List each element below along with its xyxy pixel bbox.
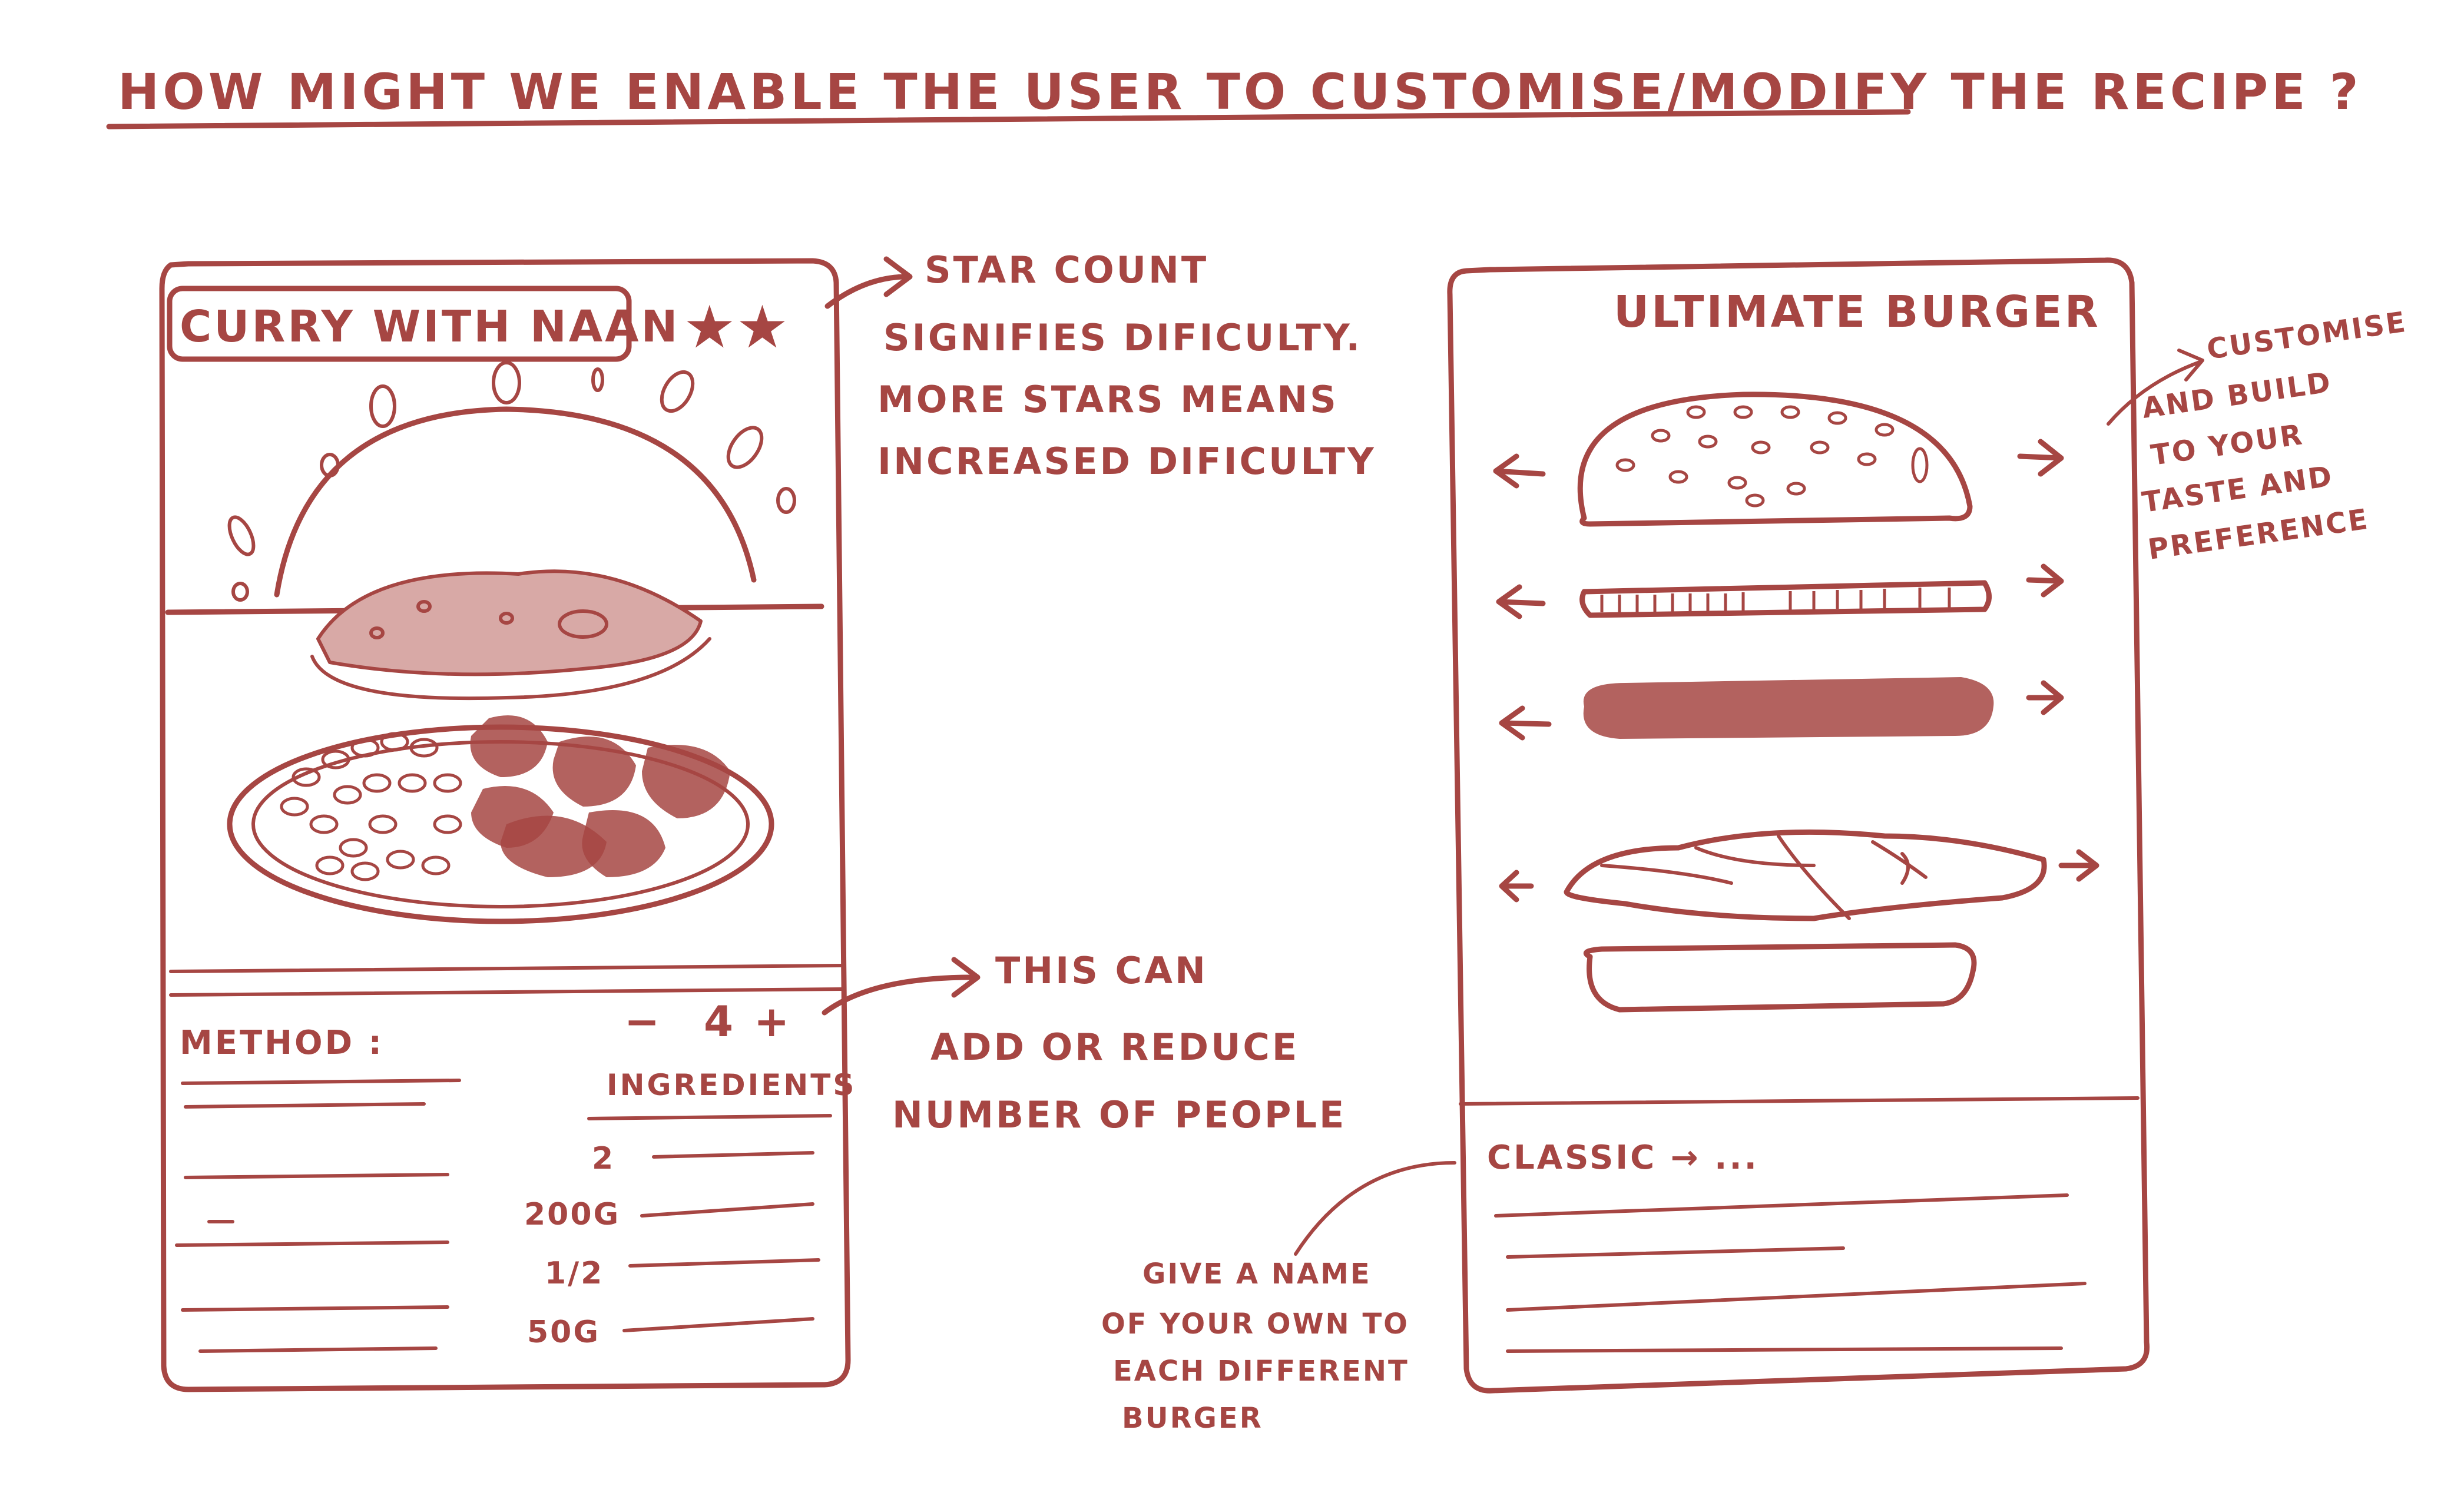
card-frame	[1447, 257, 2150, 1394]
ingredient-list: 2 200G 1/2 50G	[524, 1141, 820, 1350]
variant-text-lines	[1494, 1193, 2087, 1353]
page-heading: HOW MIGHT WE ENABLE THE USER TO CUSTOMIS…	[118, 63, 2362, 121]
customise-annotation-line-3: TO YOUR	[2149, 418, 2306, 472]
cloche-dome-icon	[227, 361, 796, 602]
curry-recipe-card[interactable]: CURRY WITH NAAN ★★	[159, 258, 856, 1392]
swipe-right-icon[interactable]	[2058, 849, 2099, 882]
heading-underline	[106, 109, 1911, 130]
lettuce-icon	[1564, 829, 2047, 921]
burger-builder-card[interactable]: ULTIMATE BURGER	[1447, 257, 2150, 1394]
people-annotation: THIS CAN ADD OR REDUCE NUMBER OF PEOPLE	[822, 949, 1346, 1136]
customise-annotation: CUSTOMISE AND BUILD TO YOUR TASTE AND PR…	[2107, 306, 2409, 566]
bun-bottom-icon	[1583, 942, 1977, 1013]
ingredient-quantity: 2	[592, 1141, 615, 1176]
curry-pieces	[470, 715, 730, 877]
people-annotation-line-2: ADD OR REDUCE	[930, 1026, 1299, 1069]
bun-top-icon	[1577, 392, 1973, 527]
star-annotation-line-3: MORE STARS MEANS	[877, 378, 1339, 421]
curry-plate-icon	[227, 715, 774, 924]
arrowhead-icon	[2177, 349, 2204, 382]
ingredient-row: 2	[592, 1141, 814, 1176]
card-divider	[169, 964, 844, 973]
card-divider-2	[169, 987, 844, 997]
people-stepper[interactable]: − 4 +	[624, 997, 789, 1046]
star-annotation-line-1: STAR COUNT	[925, 248, 1208, 291]
ingredient-quantity: 50G	[527, 1315, 600, 1350]
name-annotation-line-1: GIVE A NAME	[1142, 1258, 1372, 1291]
star-annotation-line-4: INCREASED DIFICULTY	[877, 440, 1376, 483]
swipe-left-icon[interactable]	[1496, 584, 1546, 619]
ingredient-quantity: 1/2	[545, 1256, 604, 1291]
lettuce-layer[interactable]	[1499, 829, 2099, 921]
decrease-people-button[interactable]: −	[624, 997, 660, 1046]
increase-people-button[interactable]: +	[754, 997, 789, 1046]
bun-bottom-layer[interactable]	[1583, 942, 1977, 1013]
cheese-icon	[1579, 580, 1992, 618]
star-annotation-line-2: SIGNIFIES DIFICULTY.	[883, 316, 1362, 359]
arrowhead-icon	[883, 256, 913, 297]
ingredient-row: 1/2	[545, 1256, 820, 1291]
card-divider	[1459, 1096, 2140, 1106]
name-annotation-line-2: OF YOUR OWN TO	[1101, 1308, 1409, 1341]
method-text-lines	[175, 1079, 461, 1353]
swipe-left-icon[interactable]	[1493, 453, 1546, 489]
name-annotation-line-4: BURGER	[1122, 1402, 1263, 1435]
arrow-icon	[2107, 360, 2201, 426]
arrow-icon	[824, 274, 910, 309]
burger-variant-name[interactable]: CLASSIC → ...	[1487, 1139, 1759, 1177]
patty-layer[interactable]	[1499, 677, 2064, 741]
name-annotation: GIVE A NAME OF YOUR OWN TO EACH DIFFEREN…	[1101, 1161, 1456, 1435]
ingredient-row: 200G	[524, 1197, 814, 1232]
arrow-icon	[822, 974, 975, 1016]
people-count: 4	[704, 997, 733, 1046]
arrowhead-icon	[951, 957, 981, 998]
ingredients-label: INGREDIENTS	[607, 1068, 856, 1102]
customise-annotation-line-1: CUSTOMISE	[2205, 306, 2409, 366]
swipe-right-icon[interactable]	[2026, 563, 2064, 598]
swipe-left-icon[interactable]	[1499, 870, 1534, 903]
difficulty-stars: ★★	[683, 293, 789, 361]
ingredient-quantity: 200G	[524, 1197, 620, 1232]
recipe-title-box	[167, 286, 632, 362]
swipe-right-icon[interactable]	[2026, 680, 2064, 715]
star-count-annotation: STAR COUNT SIGNIFIES DIFICULTY. MORE STA…	[824, 248, 1376, 483]
recipe-title: CURRY WITH NAAN	[180, 301, 680, 352]
patty-icon	[1583, 677, 1994, 739]
naan-bread-icon	[310, 569, 711, 701]
people-annotation-line-3: NUMBER OF PEOPLE	[892, 1093, 1346, 1136]
ingredient-row: 50G	[527, 1315, 814, 1350]
swipe-left-icon[interactable]	[1499, 705, 1552, 741]
connector-line	[1294, 1161, 1456, 1256]
people-annotation-line-1: THIS CAN	[995, 949, 1208, 992]
bun-top-layer[interactable]	[1493, 392, 2064, 527]
method-label: METHOD :	[180, 1024, 384, 1062]
card-frame	[159, 258, 851, 1392]
name-annotation-line-3: EACH DIFFERENT	[1113, 1355, 1409, 1388]
heading-group: HOW MIGHT WE ENABLE THE USER TO CUSTOMIS…	[106, 63, 2362, 130]
ingredients-underline	[587, 1114, 832, 1120]
burger-title: ULTIMATE BURGER	[1614, 287, 2101, 337]
swipe-right-icon[interactable]	[2017, 439, 2064, 477]
cheese-layer[interactable]	[1496, 563, 2064, 619]
